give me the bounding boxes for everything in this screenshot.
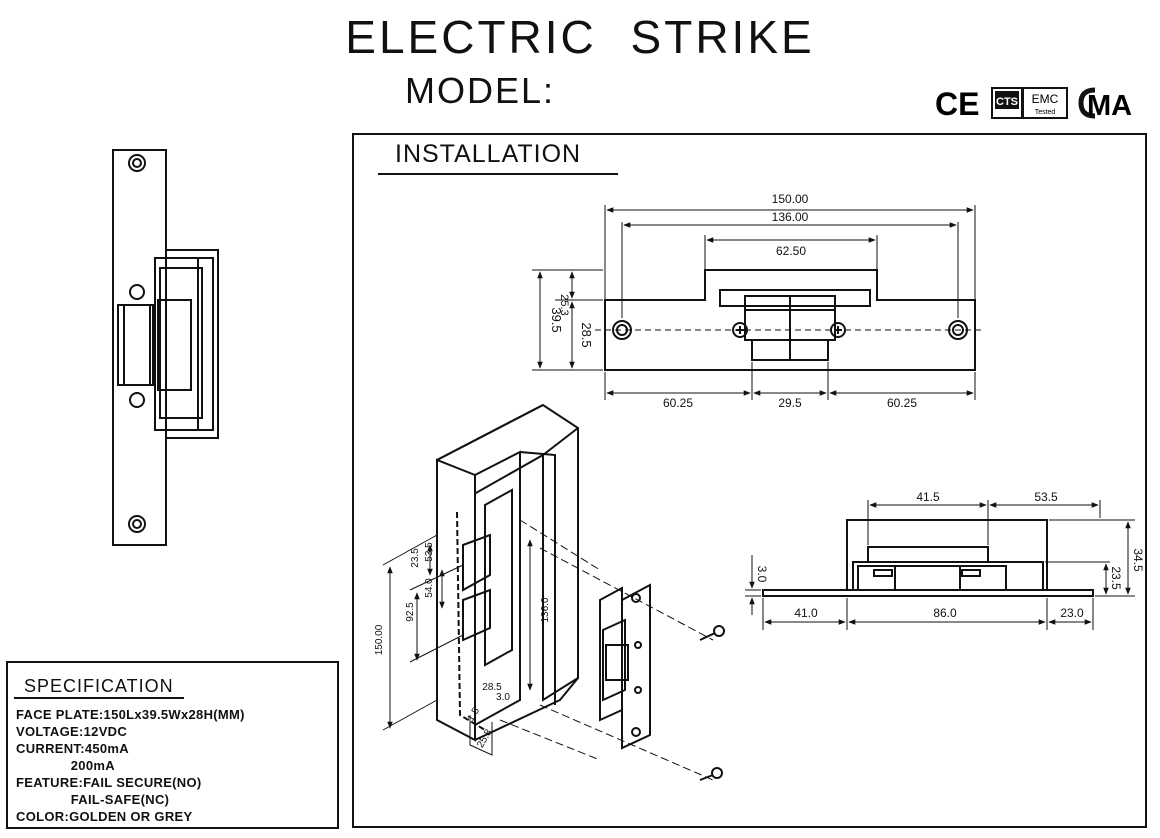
svg-text:EMC: EMC — [1032, 92, 1059, 106]
cts-emc-mark-icon: CTS EMC Tested — [991, 87, 1068, 119]
dim-bottom-right: 23.0 — [1060, 606, 1084, 620]
dim-iso-23-5: 23.5 — [410, 548, 421, 568]
dim-iso-28-5: 28.5 — [482, 682, 502, 693]
isometric-guide-lines — [499, 519, 714, 781]
dim-bottom-center: 86.0 — [933, 606, 957, 620]
side-view-drawing — [762, 519, 1094, 597]
isometric-strike — [599, 583, 651, 750]
cma-mark-icon: MA — [1078, 87, 1132, 122]
front-view-drawing — [595, 269, 985, 371]
svg-text:CE: CE — [935, 86, 979, 122]
spec-voltage: VOLTAGE:12VDC — [16, 724, 128, 739]
dim-body-depth: 23.5 — [1109, 566, 1123, 590]
dim-right-offset: 60.25 — [887, 396, 917, 410]
spec-current-2: 200mA — [16, 758, 115, 773]
ce-mark-icon: CE — [935, 86, 979, 122]
strike-product-outline — [112, 149, 219, 546]
dim-total-depth: 34.5 — [1131, 548, 1145, 572]
front-view-dimensions — [532, 205, 976, 400]
model-label: MODEL: — [405, 70, 556, 111]
dim-plate-thickness: 3.0 — [755, 566, 769, 583]
spec-current: CURRENT:450mA — [16, 741, 129, 756]
spec-face-plate: FACE PLATE:150Lx39.5Wx28H(MM) — [16, 707, 245, 722]
dim-overall-width: 150.00 — [772, 192, 809, 206]
specification-panel — [6, 661, 339, 829]
installation-panel — [352, 133, 1147, 828]
dim-iso-150: 150.00 — [374, 624, 385, 655]
certification-logos: CE CTS EMC Tested MA — [935, 86, 1132, 122]
svg-text:CTS: CTS — [996, 96, 1018, 108]
screw-icons — [699, 625, 725, 781]
dim-top-left: 41.5 — [916, 490, 940, 504]
dim-iso-3: 3.0 — [496, 692, 510, 703]
installation-title-underline — [378, 173, 618, 175]
isometric-door-frame — [436, 403, 579, 756]
specification-list: FACE PLATE:150Lx39.5Wx28H(MM) VOLTAGE:12… — [16, 706, 245, 825]
dim-plate-height: 28.5 — [579, 322, 594, 347]
dim-hole-spacing: 136.00 — [772, 210, 809, 224]
dim-iso-92-5: 92.5 — [405, 602, 416, 622]
page-title: ELECTRIC STRIKE — [345, 11, 815, 63]
specification-title: SPECIFICATION — [24, 676, 174, 696]
dim-top-right: 53.5 — [1034, 490, 1058, 504]
installation-title: INSTALLATION — [395, 140, 582, 168]
isometric-dimensions — [382, 534, 533, 731]
dim-iso-54: 54.0 — [424, 578, 435, 598]
specification-title-underline — [14, 697, 184, 699]
dim-body-height: 25.3 — [558, 294, 570, 315]
side-view-dimensions — [745, 500, 1135, 630]
dim-center-width: 29.5 — [778, 396, 802, 410]
spec-color: COLOR:GOLDEN OR GREY — [16, 809, 193, 824]
svg-text:MA: MA — [1087, 90, 1132, 122]
svg-text:Tested: Tested — [1035, 109, 1056, 116]
spec-feature: FEATURE:FAIL SECURE(NO) — [16, 775, 202, 790]
dim-body-width: 62.50 — [776, 244, 806, 258]
dim-left-offset: 60.25 — [663, 396, 693, 410]
dim-overall-height: 39.5 — [549, 307, 564, 332]
dim-iso-53-5: 53.5 — [424, 542, 435, 562]
side-view-labels: 41.5 53.5 34.5 23.5 3.0 41.0 86.0 23.0 — [755, 490, 1145, 620]
dim-iso-136: 136.0 — [540, 597, 551, 622]
spec-feature-2: FAIL-SAFE(NC) — [16, 792, 170, 807]
dim-bottom-left: 41.0 — [794, 606, 818, 620]
front-view-labels: 150.00 136.00 62.50 60.25 29.5 60.25 39.… — [549, 192, 917, 410]
